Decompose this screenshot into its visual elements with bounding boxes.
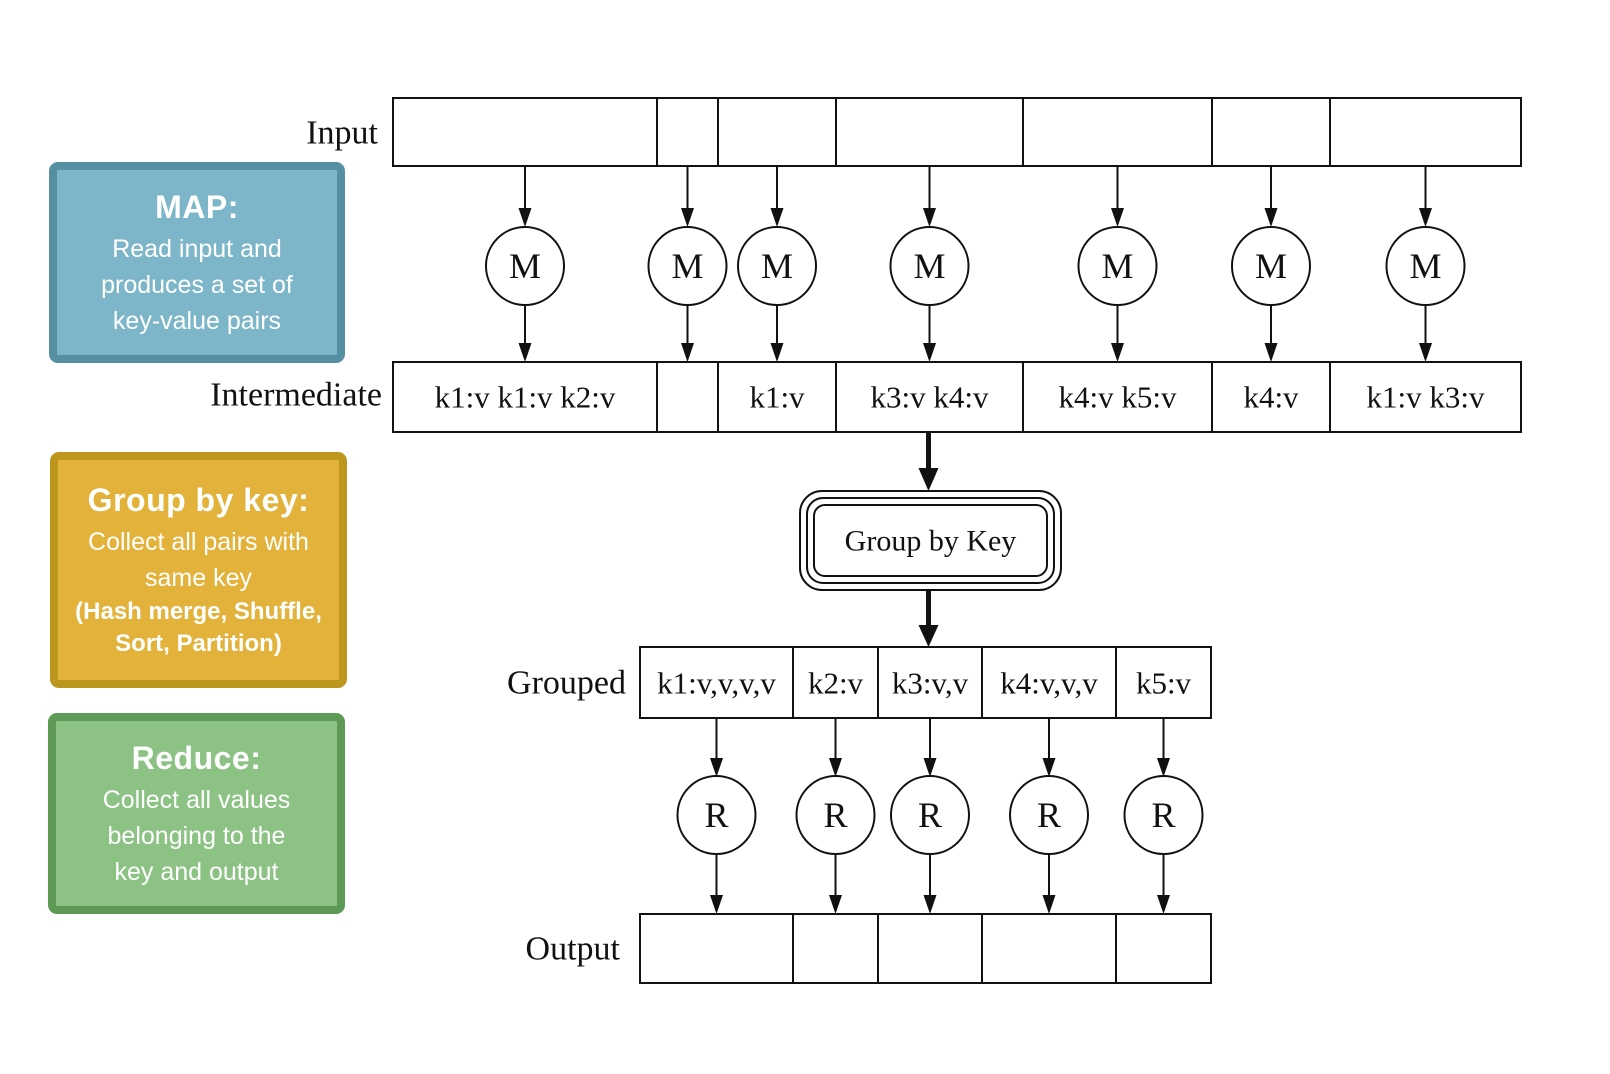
- map-node-label: M: [761, 246, 793, 286]
- input-row: [392, 97, 1522, 167]
- intermediate-row: [392, 361, 1522, 433]
- map-annotation-line: Read input and: [112, 234, 282, 263]
- map-node-label: M: [509, 246, 541, 286]
- group-annotation-bold-line: (Hash merge, Shuffle,: [75, 598, 322, 625]
- map-node-label: M: [1255, 246, 1287, 286]
- group-annotation-title: Group by key:: [87, 482, 310, 518]
- intermediate-row-label: Intermediate: [210, 377, 382, 414]
- arrows-grouped-to-reduce: [715, 718, 1165, 758]
- arrows-input-to-map: [524, 166, 1427, 208]
- intermediate-cell-text: k3:v k4:v: [871, 380, 989, 415]
- group-annotation-bold-line: Sort, Partition): [115, 630, 282, 657]
- map-annotation-line: produces a set of: [101, 270, 293, 299]
- grouped-cell-texts: k1:v,v,v,v k2:v k3:v,v k4:v,v,v k5:v: [657, 666, 1191, 701]
- map-node-label: M: [913, 246, 945, 286]
- map-node-labels: M M M M M M M: [509, 246, 1442, 286]
- map-node-label: M: [1409, 246, 1441, 286]
- intermediate-cell-text: k1:v k1:v k2:v: [435, 380, 616, 415]
- input-row-label: Input: [306, 115, 378, 152]
- reduce-node-label: R: [1151, 795, 1175, 835]
- group-annotation-line: Collect all pairs with: [88, 528, 309, 556]
- map-node-label: M: [1101, 246, 1133, 286]
- reduce-annotation-box: Reduce: Collect all values belonging to …: [48, 713, 345, 914]
- reduce-node-label: R: [918, 795, 942, 835]
- intermediate-cell-text: k1:v k3:v: [1367, 380, 1485, 415]
- reduce-node-label: R: [1037, 795, 1061, 835]
- arrowheads: [518, 208, 1432, 914]
- row-labels: Input Intermediate Grouped Output: [210, 115, 626, 968]
- map-annotation-box: MAP: Read input and produces a set of ke…: [49, 162, 345, 363]
- reduce-annotation-line: belonging to the: [107, 821, 286, 850]
- grouped-row: [639, 646, 1212, 719]
- map-nodes: [485, 226, 1466, 306]
- arrows-reduce-to-output: [715, 854, 1165, 895]
- grouped-cell-text: k3:v,v: [892, 666, 969, 701]
- intermediate-cell-texts: k1:v k1:v k2:v k1:v k3:v k4:v k4:v k5:v …: [435, 380, 1485, 415]
- grouped-cell-text: k2:v: [808, 666, 864, 701]
- grouped-row-label: Grouped: [507, 665, 626, 702]
- group-annotation-line: same key: [145, 564, 252, 592]
- group-by-key-label: Group by Key: [845, 525, 1017, 558]
- grouped-cell-text: k4:v,v,v: [1000, 666, 1098, 701]
- map-annotation-title: MAP:: [155, 188, 239, 225]
- group-by-key-annotation-box: Group by key: Collect all pairs with sam…: [50, 452, 347, 688]
- reduce-annotation-title: Reduce:: [131, 739, 262, 776]
- reduce-node-label: R: [704, 795, 728, 835]
- reduce-annotation-line: Collect all values: [102, 785, 291, 814]
- intermediate-cell-text: k4:v k5:v: [1059, 380, 1177, 415]
- output-row-label: Output: [526, 931, 621, 968]
- reduce-node-label: R: [823, 795, 847, 835]
- reduce-annotation-line: key and output: [114, 857, 279, 886]
- map-annotation-line: key-value pairs: [112, 306, 282, 335]
- grouped-cell-text: k5:v: [1136, 666, 1192, 701]
- reduce-node-labels: R R R R R: [704, 795, 1175, 835]
- output-row: [639, 913, 1212, 984]
- grouped-cell-text: k1:v,v,v,v: [657, 666, 776, 701]
- intermediate-cell-text: k4:v: [1243, 380, 1299, 415]
- intermediate-cell-text: k1:v: [749, 380, 805, 415]
- diagram-strokes: [392, 97, 1522, 984]
- arrows-map-to-intermediate: [524, 305, 1427, 343]
- map-node-label: M: [671, 246, 703, 286]
